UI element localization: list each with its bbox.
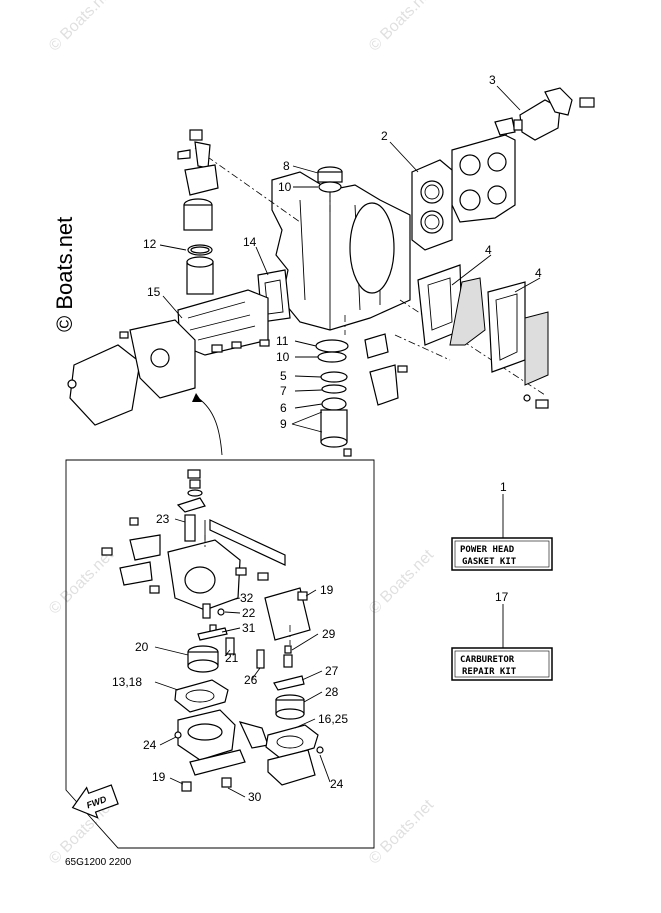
- watermark-vertical: © Boats.net: [52, 217, 77, 332]
- watermarks: © Boats.net © Boats.net © Boats.net © Bo…: [46, 0, 438, 868]
- watermark-text: © Boats.net: [366, 796, 438, 868]
- callout-14: 14: [243, 235, 257, 249]
- callout-4: 4: [485, 243, 492, 257]
- callout-21: 21: [225, 651, 239, 665]
- callout-7: 7: [280, 384, 287, 398]
- kit-line1: POWER HEAD: [460, 545, 515, 555]
- callout-15: 15: [147, 285, 161, 299]
- callout-19: 19: [152, 770, 166, 784]
- callout-10: 10: [276, 350, 290, 364]
- callout-13-18: 13,18: [112, 675, 142, 689]
- kit-carburetor: 17 CARBURETOR REPAIR KIT: [451, 590, 553, 681]
- callout-11: 11: [276, 334, 289, 348]
- callout-22: 22: [242, 606, 256, 620]
- callout-6: 6: [280, 401, 287, 415]
- callout-10: 10: [278, 180, 292, 194]
- callout-19: 19: [320, 583, 334, 597]
- callout-24: 24: [143, 738, 157, 752]
- callout-26: 26: [244, 673, 258, 687]
- callout-12: 12: [143, 237, 157, 251]
- watermark-text: © Boats.net: [366, 0, 438, 55]
- inset-frame: [65, 459, 375, 849]
- callout-27: 27: [325, 664, 339, 678]
- callout-32: 32: [240, 591, 254, 605]
- kit-line2: REPAIR KIT: [462, 667, 517, 677]
- callout-28: 28: [325, 685, 339, 699]
- kit-power-head: 1 POWER HEAD GASKET KIT: [451, 480, 553, 571]
- leader-lines-inset: [154, 518, 331, 798]
- callout-29: 29: [322, 627, 336, 641]
- watermark-text: © Boats.net: [46, 0, 118, 55]
- callouts-upper: 3 2 4 4 8 10 12 14 15 11 10 5 7 6 9: [143, 73, 542, 431]
- callout-8: 8: [283, 159, 290, 173]
- callout-30: 30: [248, 790, 262, 804]
- callout-3: 3: [489, 73, 496, 87]
- kit-number: 1: [500, 480, 507, 494]
- callout-24: 24: [330, 777, 344, 791]
- fwd-arrow: FWD: [71, 784, 119, 819]
- callout-5: 5: [280, 369, 287, 383]
- leader-lines-upper: [159, 85, 541, 433]
- callout-2: 2: [381, 129, 388, 143]
- kit-line2: GASKET KIT: [462, 557, 517, 567]
- diagram-code: 65G1200 2200: [65, 857, 132, 868]
- callout-16-25: 16,25: [318, 712, 348, 726]
- kit-line1: CARBURETOR: [460, 655, 515, 665]
- callout-9: 9: [280, 417, 287, 431]
- callout-20: 20: [135, 640, 149, 654]
- watermark-text: © Boats.net: [46, 546, 118, 618]
- callout-23: 23: [156, 512, 170, 526]
- kit-number: 17: [495, 590, 509, 604]
- power-head-assembly: [67, 87, 595, 457]
- callout-31: 31: [242, 621, 256, 635]
- callouts-inset: 23 19 32 22 31 20 21 29 26 27 28 13,18 1…: [112, 512, 348, 804]
- watermark-text: © Boats.net: [366, 546, 438, 618]
- callout-4: 4: [535, 266, 542, 280]
- carburetor-assembly: [101, 469, 324, 792]
